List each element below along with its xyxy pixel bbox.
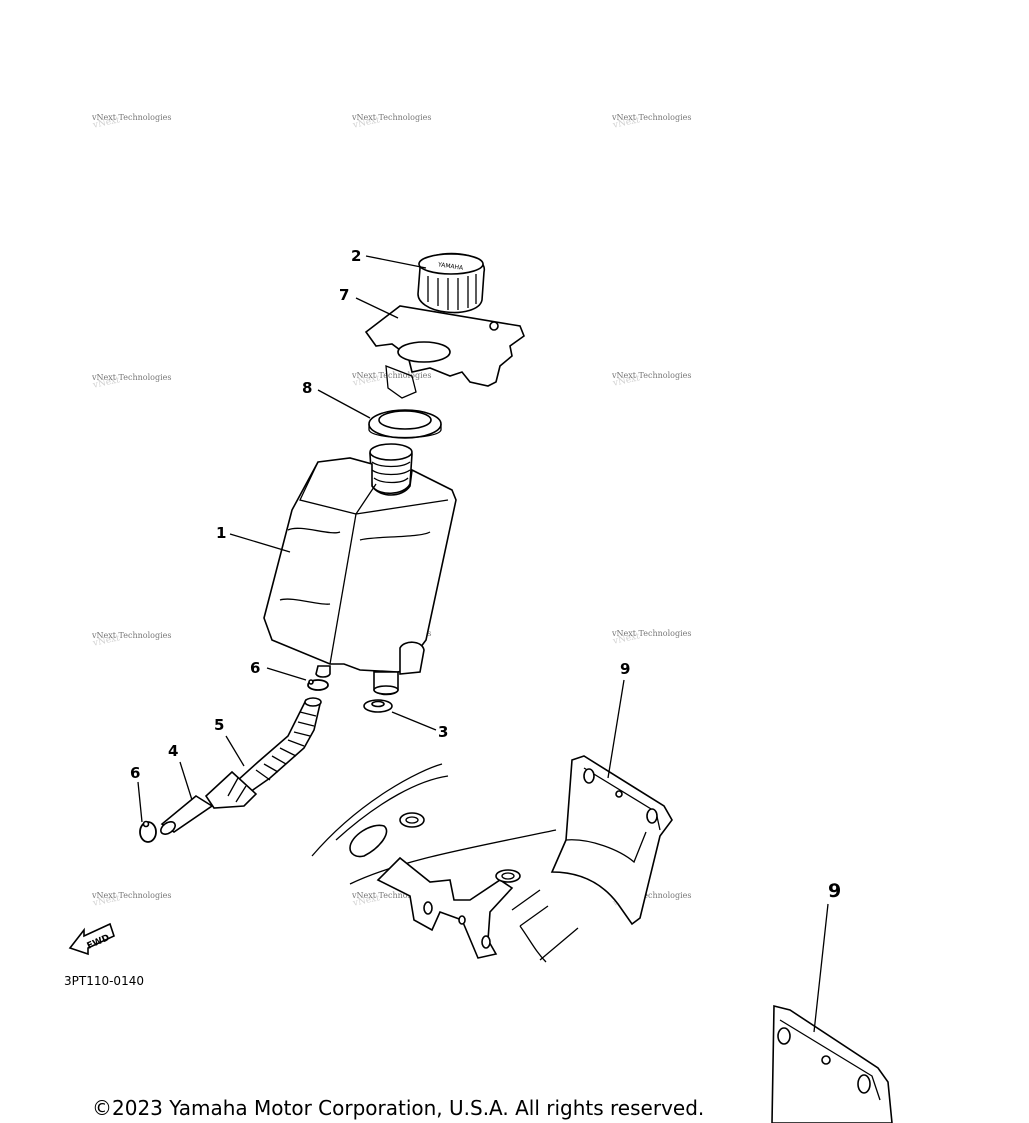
callout-9: 9 — [620, 660, 630, 678]
part-cap: YAMAHA — [417, 252, 486, 314]
part-clip-lower — [139, 820, 157, 843]
callout-2: 2 — [351, 247, 361, 265]
watermark: vNext Technologies — [611, 891, 691, 900]
part-code: 3PT110-0140 — [64, 974, 144, 988]
watermark: vNext Technologies — [611, 113, 691, 122]
callout-4: 4 — [168, 742, 178, 760]
watermark: vNext Technologies — [91, 373, 171, 382]
part-grommet — [368, 409, 442, 439]
frame-section — [311, 763, 579, 963]
callout-8: 8 — [302, 379, 312, 397]
fwd-arrow-icon: FWD — [68, 922, 115, 956]
part-hose-straight — [160, 795, 214, 835]
watermark: vNext Technologies — [91, 631, 171, 640]
part-bracket-zoom — [771, 1004, 893, 1123]
part-hose-corrugated — [204, 697, 322, 809]
watermark: vNext Technologies — [91, 891, 171, 900]
callout-5: 5 — [214, 716, 224, 734]
callout-6-upper: 6 — [250, 659, 260, 677]
watermark: vNext Technologies — [611, 629, 691, 638]
leader-lines — [137, 255, 829, 1033]
watermark: vNext Technologies — [351, 891, 431, 900]
part-reservoir-tank — [263, 443, 457, 696]
watermark: vNext Technologies — [351, 371, 431, 380]
watermark: vNext Technologies — [91, 113, 171, 122]
watermark: vNext Technologies — [351, 113, 431, 122]
callout-6-lower: 6 — [130, 764, 140, 782]
callout-7: 7 — [339, 286, 349, 304]
part-bracket-side — [550, 755, 673, 926]
copyright-notice: ©2023 Yamaha Motor Corporation, U.S.A. A… — [92, 1096, 705, 1120]
callout-1: 1 — [216, 524, 226, 542]
callout-9-zoom: 9 — [828, 880, 841, 902]
watermark: vNext Technologies — [611, 371, 691, 380]
part-clip-upper — [307, 679, 329, 691]
svg-text:YAMAHA: YAMAHA — [437, 261, 465, 272]
part-bracket — [364, 305, 525, 399]
callout-3: 3 — [438, 723, 448, 741]
part-plug — [363, 699, 393, 713]
